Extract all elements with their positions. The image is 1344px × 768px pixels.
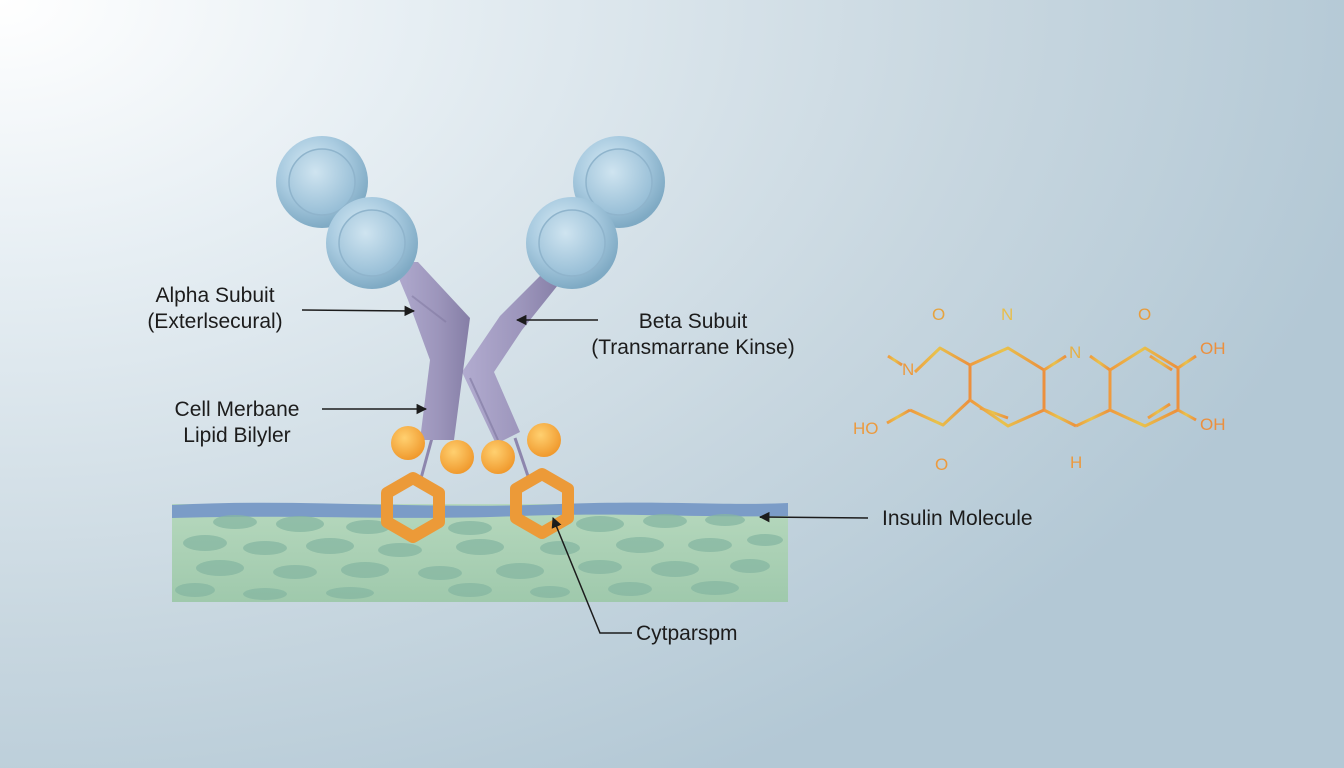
insulin-molecule bbox=[886, 322, 1197, 450]
atom-ho-left: HO bbox=[853, 419, 879, 438]
cell-membrane-label: Cell Merbane Lipid Bilyler bbox=[152, 397, 322, 449]
atom-o-bottom-left: O bbox=[935, 455, 949, 474]
atom-oh-right-bottom: OH bbox=[1200, 415, 1226, 434]
leader-lines bbox=[301, 305, 869, 634]
insulin-molecule-label: Insulin Molecule bbox=[882, 507, 1033, 530]
ligand-balls bbox=[391, 423, 561, 474]
receptor-spheres bbox=[276, 136, 665, 289]
receptor-stalks bbox=[418, 437, 532, 483]
beta-subunit bbox=[462, 268, 562, 444]
atom-n-left: N bbox=[902, 360, 915, 379]
kinase-hexagons bbox=[381, 468, 574, 543]
membrane-vesicles bbox=[175, 514, 783, 600]
atom-oh-right-top: OH bbox=[1200, 339, 1226, 358]
alpha-subunit-label-line2: (Exterlsecural) bbox=[147, 310, 283, 333]
atom-o-top-left: O bbox=[932, 305, 946, 324]
beta-subunit-label-line2: (Transmarrane Kinse) bbox=[591, 336, 795, 359]
alpha-subunit bbox=[392, 262, 470, 440]
atom-h-bottom: H bbox=[1070, 453, 1083, 472]
alpha-subunit-label: Alpha Subuit (Exterlsecural) bbox=[130, 283, 300, 335]
atom-o-top-right: O bbox=[1138, 305, 1152, 324]
cell-membrane bbox=[172, 502, 788, 602]
cytoplasm-label: Cytparspm bbox=[636, 622, 738, 645]
beta-subunit-label: Beta Subuit (Transmarrane Kinse) bbox=[568, 309, 818, 361]
cell-membrane-label-line1: Cell Merbane bbox=[174, 398, 300, 421]
cell-membrane-label-line2: Lipid Bilyler bbox=[183, 424, 291, 447]
atom-n-mid: N bbox=[1069, 343, 1082, 362]
atom-n-top-mid: N bbox=[1001, 305, 1014, 324]
beta-subunit-label-line1: Beta Subuit bbox=[638, 310, 748, 333]
alpha-subunit-label-line1: Alpha Subuit bbox=[155, 284, 275, 307]
